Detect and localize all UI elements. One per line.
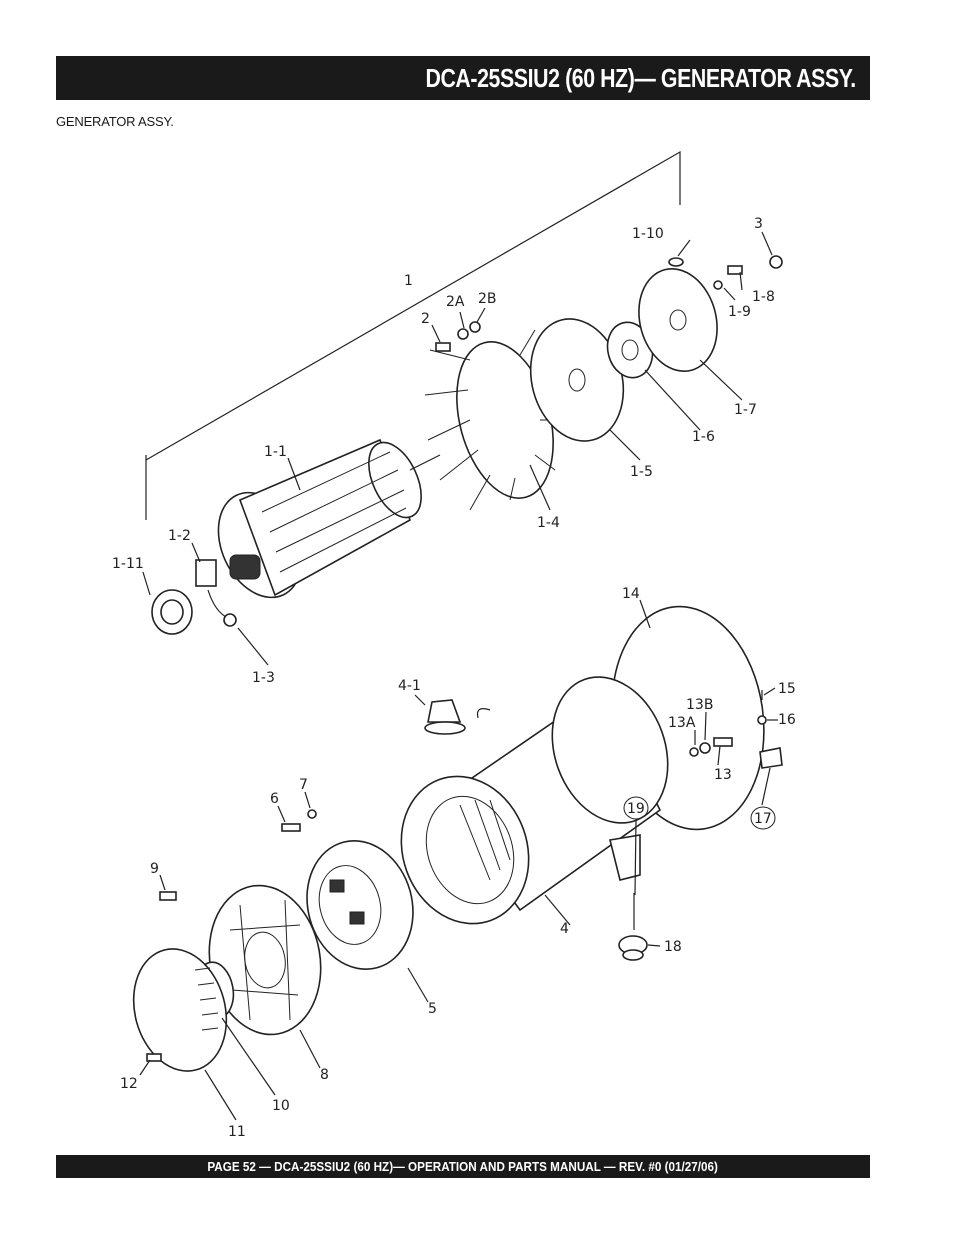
callout-1: 1: [404, 273, 413, 289]
callout-12: 12: [120, 1076, 138, 1092]
callout-17: 17: [754, 811, 772, 827]
page-title-bar: DCA-25SSIU2 (60 HZ)— GENERATOR ASSY.: [56, 56, 870, 100]
callout-1-6: 1-6: [692, 429, 715, 445]
callout-labels: 1 1-1 1-2 1-3 1-4 1-5 1-6 1-7 1-8 1-9 1-…: [112, 216, 796, 1140]
callout-4: 4: [560, 921, 569, 937]
callout-5: 5: [428, 1001, 437, 1017]
rotor-part: [217, 438, 441, 599]
callout-1-2: 1-2: [168, 528, 191, 544]
callout-13: 13: [714, 767, 732, 783]
cover-screw-part: [146, 1053, 162, 1062]
end-bracket-bolt-part: [159, 891, 177, 901]
stator-housing-part: [400, 676, 669, 925]
callout-1-11: 1-11: [112, 556, 144, 572]
callout-19: 19: [627, 801, 645, 817]
exciter-stator-part: [306, 839, 414, 971]
callout-6: 6: [270, 791, 279, 807]
callout-1-9: 1-9: [728, 304, 751, 320]
callout-1-7: 1-7: [734, 402, 757, 418]
fan-part: [424, 329, 561, 511]
vibration-mount-part: [618, 893, 648, 961]
callout-1-10: 1-10: [632, 226, 664, 242]
assembly-bracket: [145, 150, 681, 520]
page-footer-bar: PAGE 52 — DCA-25SSIU2 (60 HZ)— OPERATION…: [56, 1155, 870, 1178]
callout-8: 8: [320, 1067, 329, 1083]
bearing-part: [151, 589, 193, 635]
callout-14: 14: [622, 586, 640, 602]
callout-1-1: 1-1: [264, 444, 287, 460]
callout-11: 11: [228, 1124, 246, 1140]
callout-16: 16: [778, 712, 796, 728]
callout-2a: 2A: [446, 294, 465, 310]
callout-18: 18: [664, 939, 682, 955]
callout-13a: 13A: [668, 715, 696, 731]
callout-1-3: 1-3: [252, 670, 275, 686]
callout-1-4: 1-4: [537, 515, 560, 531]
drive-disc-part: [638, 268, 718, 372]
grommet-part: [424, 699, 491, 735]
callout-3: 3: [754, 216, 763, 232]
callout-7: 7: [299, 777, 308, 793]
callout-2b: 2B: [478, 291, 497, 307]
callout-1-8: 1-8: [752, 289, 775, 305]
end-hardware-parts: [689, 690, 783, 769]
hardware-parts: [435, 255, 783, 352]
callout-1-5: 1-5: [630, 464, 653, 480]
callout-15: 15: [778, 681, 796, 697]
leader-lines: [139, 231, 778, 1121]
callout-10: 10: [272, 1098, 290, 1114]
cover-plate-part: [132, 948, 228, 1072]
callout-13b: 13B: [686, 697, 713, 713]
callout-4-1: 4-1: [398, 678, 421, 694]
section-subtitle: GENERATOR ASSY.: [56, 114, 174, 129]
brush-holder-part: [195, 559, 237, 627]
bolt-washer-parts: [281, 809, 317, 832]
callout-2: 2: [421, 311, 430, 327]
page-footer: PAGE 52 — DCA-25SSIU2 (60 HZ)— OPERATION…: [207, 1159, 719, 1174]
page-title: DCA-25SSIU2 (60 HZ)— GENERATOR ASSY.: [425, 62, 857, 93]
end-bracket-part: [208, 884, 322, 1036]
callout-9: 9: [150, 861, 159, 877]
